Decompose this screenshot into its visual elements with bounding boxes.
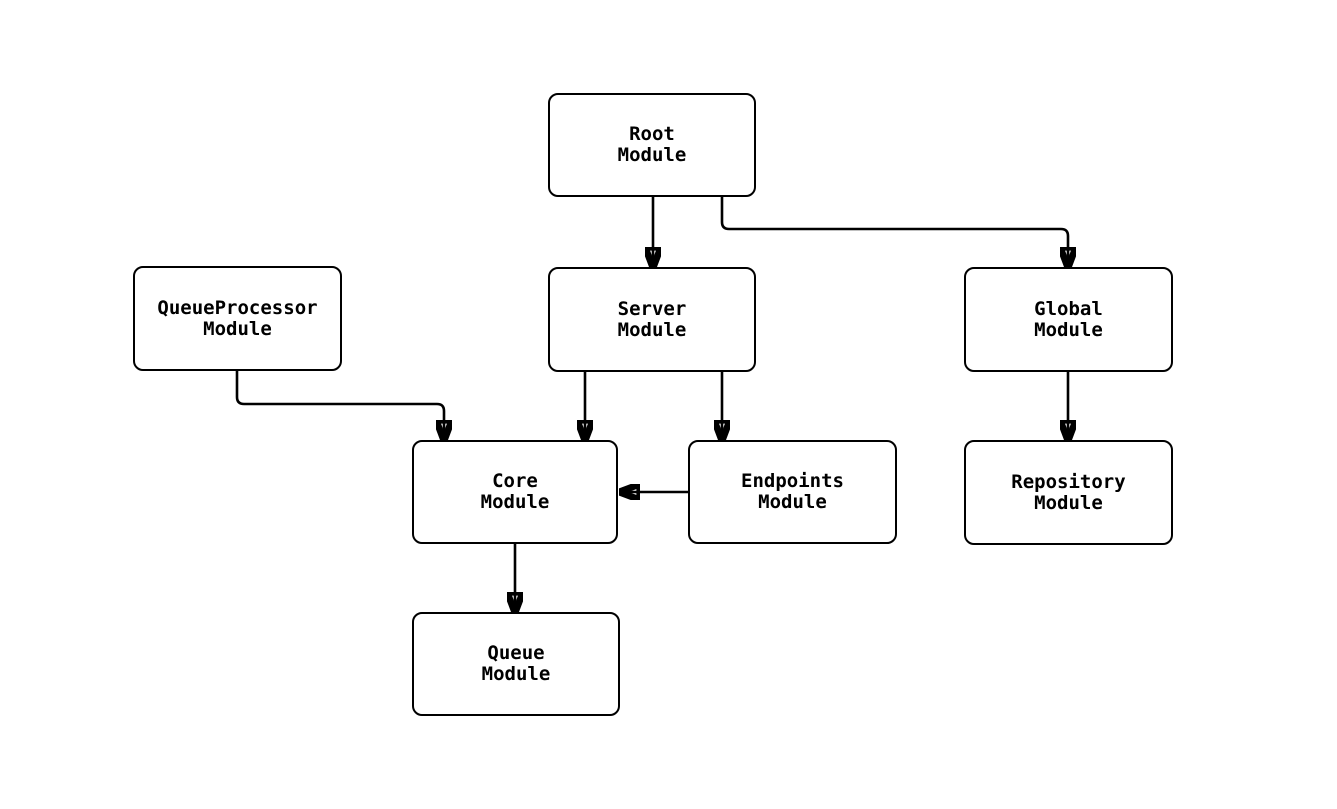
node-repository: Repository Module [964, 440, 1173, 545]
edge-root-to-global [720, 197, 1068, 267]
node-endpoints: Endpoints Module [688, 440, 897, 544]
node-server: Server Module [548, 267, 756, 372]
node-core: Core Module [412, 440, 618, 544]
node-global: Global Module [964, 267, 1173, 372]
edge-queueprocessor-to-core [235, 371, 444, 440]
node-queueprocessor: QueueProcessor Module [133, 266, 342, 371]
node-root: Root Module [548, 93, 756, 197]
node-queue: Queue Module [412, 612, 620, 716]
